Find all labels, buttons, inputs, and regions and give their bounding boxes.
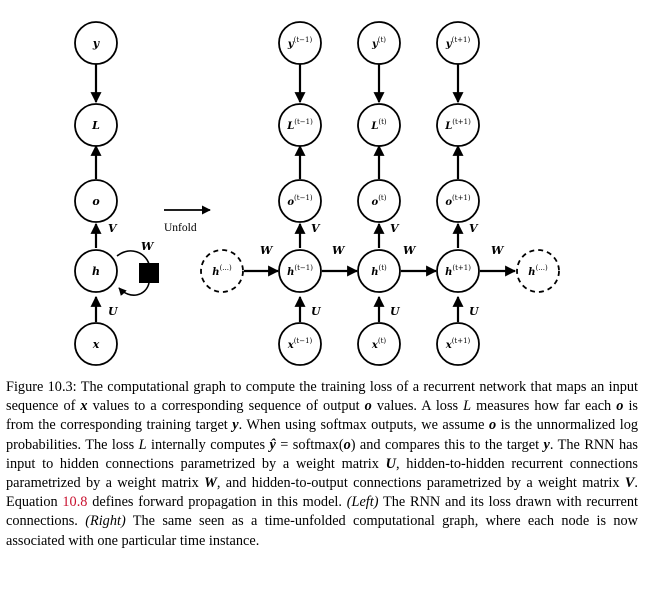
node-x-label: x (92, 338, 100, 351)
node-o-col-0-label: o(t−1) (287, 194, 313, 208)
node-L-col-1 (357, 103, 401, 147)
edge-V-col-2: V (469, 222, 479, 235)
node-h-col-0 (278, 249, 322, 293)
node-x-col-0 (278, 322, 322, 366)
h-next-ellipsis-label: h(...) (528, 264, 548, 278)
w-label-2: W (332, 244, 346, 257)
node-y-col-2 (436, 21, 480, 65)
node-h (74, 249, 118, 293)
node-h-col-2-label: h(t+1) (445, 264, 471, 278)
node-x-col-2-label: x(t+1) (445, 337, 471, 351)
node-x (74, 322, 118, 366)
node-h-next-ellipsis (516, 249, 560, 293)
folded-rnn: y L o h x V U W (74, 21, 159, 366)
node-o-label: o (92, 195, 99, 208)
node-o-col-1 (357, 179, 401, 223)
node-L-col-0 (278, 103, 322, 147)
node-x-col-2 (436, 322, 480, 366)
edge-U-label: U (108, 305, 119, 318)
equation-link[interactable]: 10.8 (62, 494, 88, 511)
node-L-col-0-label: L(t−1) (286, 118, 313, 132)
node-L-col-1-label: L(t) (370, 118, 387, 132)
node-y-col-1 (357, 21, 401, 65)
node-h-col-0-label: h(t−1) (287, 264, 313, 278)
node-L-col-2 (436, 103, 480, 147)
node-h-col-2 (436, 249, 480, 293)
node-x-col-1-label: x(t) (371, 337, 387, 351)
node-h-prev-ellipsis (200, 249, 244, 293)
edge-V-col-0: V (311, 222, 321, 235)
node-h-label: h (92, 265, 100, 278)
w-label-4: W (491, 244, 505, 257)
node-y-label: y (92, 37, 101, 50)
edge-U-col-2: U (469, 305, 480, 318)
node-x-col-0-label: x(t−1) (287, 337, 313, 351)
node-o-col-1-label: o(t) (372, 194, 387, 208)
node-L-col-2-label: L(t+1) (444, 118, 471, 132)
node-o-col-2 (436, 179, 480, 223)
node-y-col-1-label: y(t) (371, 36, 386, 50)
node-o (74, 179, 118, 223)
edge-V-col-1: V (390, 222, 400, 235)
node-h-col-1-label: h(t) (371, 264, 387, 278)
unfold-label: Unfold (164, 222, 197, 234)
figure-caption: Figure 10.3: The computational graph to … (6, 379, 639, 549)
w-label-3: W (403, 244, 417, 257)
node-h-col-1 (357, 249, 401, 293)
node-L-label: L (91, 119, 100, 132)
node-y-col-0-label: y(t−1) (287, 36, 313, 50)
edge-U-col-1: U (390, 305, 401, 318)
edge-V-label: V (108, 222, 118, 235)
rnn-unfold-diagram: y L o h x V U W Unfold h(...) h(...) W W… (74, 21, 560, 366)
node-y (74, 21, 118, 65)
unfold-indicator: Unfold (164, 205, 211, 234)
recurrent-delay-square (139, 263, 159, 283)
unfolded-rnn: h(...) h(...) W W W W y(t−1) L(t−1) o(t−1)… (200, 21, 560, 366)
edge-W-label: W (141, 240, 155, 253)
node-o-col-0 (278, 179, 322, 223)
edge-U-col-0: U (311, 305, 322, 318)
h-prev-ellipsis-label: h(...) (212, 264, 232, 278)
node-y-col-0 (278, 21, 322, 65)
node-L (74, 103, 118, 147)
w-label-1: W (260, 244, 274, 257)
node-x-col-1 (357, 322, 401, 366)
node-o-col-2-label: o(t+1) (445, 194, 471, 208)
node-y-col-2-label: y(t+1) (445, 36, 471, 50)
